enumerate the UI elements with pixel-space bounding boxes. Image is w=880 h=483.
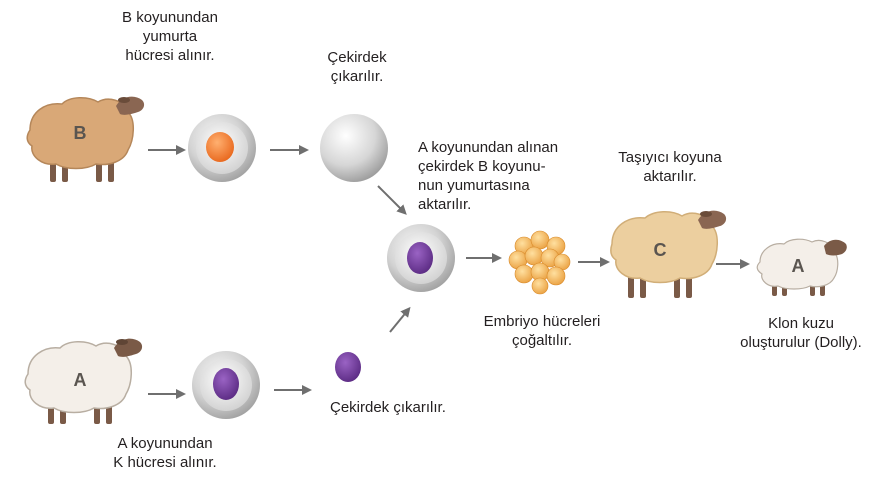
egg-cell-b [188,114,256,182]
label-clone: Klon kuzu oluşturulur (Dolly). [740,315,862,351]
label-a-cell: A koyunundan K hücresi alınır. [113,435,217,471]
lamb-letter: A [792,256,805,276]
sheep-c: C [610,210,727,298]
sheep-b: B [26,96,145,182]
fused-cell [387,224,455,292]
orange-nucleus [206,132,234,162]
sheep-a-letter: A [74,370,87,390]
purple-nucleus-a [213,368,239,400]
sheep-a: A [24,338,143,424]
embryo-cluster [508,230,571,295]
label-embryo: Embriyo hücreleri çoğaltılır. [483,313,601,349]
lamb: A [756,238,847,296]
label-b-egg: B koyunundan yumurta hücresi alınır. [122,9,218,64]
free-nucleus [335,352,361,382]
label-transfer: A koyunundan alınan çekirdek B koyunu- n… [418,139,559,213]
label-enucleate: Çekirdek çıkarılır. [327,49,387,85]
arrow-9 [389,306,411,333]
sheep-b-letter: B [74,123,87,143]
enucleated-egg [320,114,388,182]
arrow-3 [377,185,407,215]
label-surrogate: Taşıyıcı koyuna aktarılır. [618,149,722,185]
sheep-c-letter: C [654,240,667,260]
label-nucleus-removed: Çekirdek çıkarılır. [330,399,446,416]
body-cell-a [192,351,260,419]
purple-nucleus [407,242,433,274]
